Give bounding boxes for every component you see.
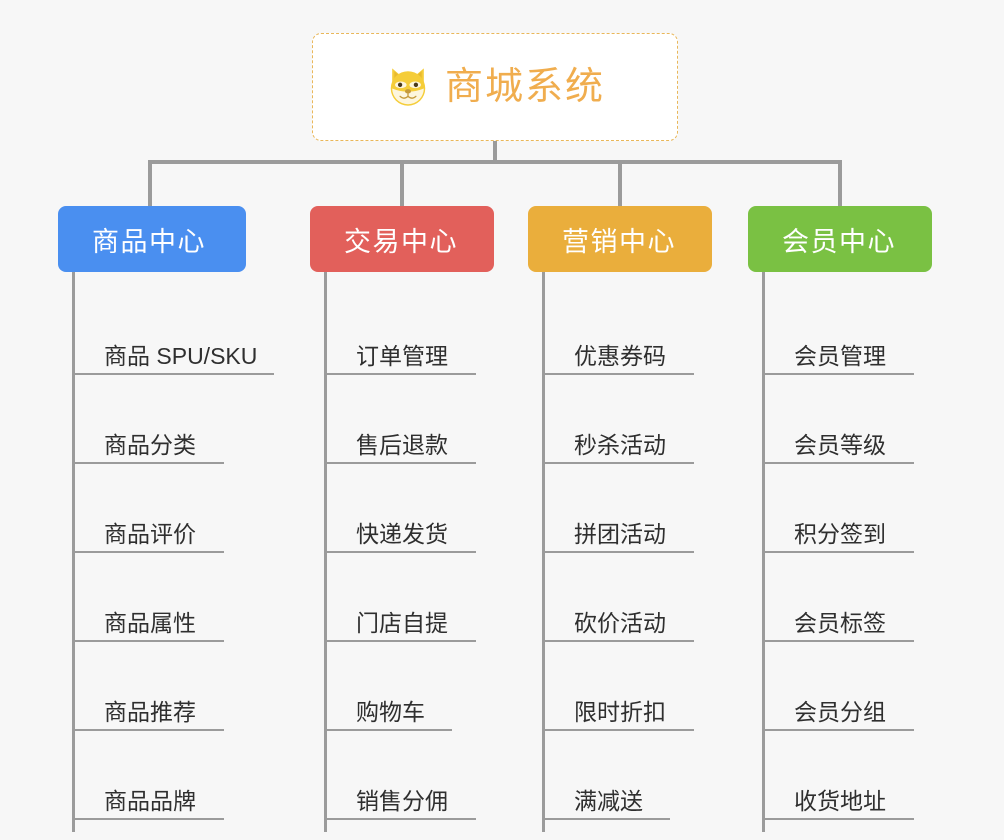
leaf-underline: [762, 551, 914, 553]
leaf-item[interactable]: 满减送: [528, 731, 712, 820]
leaf-item[interactable]: 优惠券码: [528, 286, 712, 375]
leaf-label: 会员分组: [794, 698, 886, 725]
leaf-label: 商品分类: [104, 431, 196, 458]
category-label: 商品中心: [92, 226, 206, 257]
connector-root-stem: [493, 141, 497, 163]
branch-column-4: 会员中心 会员管理 会员等级 积分签到 会员标签 会员分组: [748, 206, 932, 832]
leaf-item[interactable]: 砍价活动: [528, 553, 712, 642]
leaf-label: 限时折扣: [574, 698, 666, 725]
leaf-item[interactable]: 商品推荐: [58, 642, 246, 731]
leaf-label: 收货地址: [794, 787, 886, 814]
category-label: 交易中心: [344, 226, 458, 257]
leaf-underline: [324, 818, 476, 820]
shiba-inu-dog-icon: [390, 68, 426, 107]
leaf-label: 商品评价: [104, 520, 196, 547]
leaf-underline: [542, 373, 694, 375]
leaf-label: 商品属性: [104, 609, 196, 636]
leaf-underline: [762, 729, 914, 731]
leaf-label: 门店自提: [356, 609, 448, 636]
category-header-1[interactable]: 商品中心: [58, 206, 246, 272]
branch-column-2: 交易中心 订单管理 售后退款 快递发货 门店自提 购物车: [310, 206, 494, 832]
leaf-item[interactable]: 积分签到: [748, 464, 932, 553]
leaf-label: 快递发货: [356, 520, 448, 547]
leaf-list-1: 商品 SPU/SKU 商品分类 商品评价 商品属性 商品推荐 商品品牌: [58, 272, 274, 820]
branch-column-1: 商品中心 商品 SPU/SKU 商品分类 商品评价 商品属性 商品推荐: [58, 206, 274, 832]
leaf-item[interactable]: 订单管理: [310, 286, 494, 375]
leaf-label: 订单管理: [356, 342, 448, 369]
leaf-underline: [324, 729, 452, 731]
leaf-label: 售后退款: [356, 431, 448, 458]
branch-column-3: 营销中心 优惠券码 秒杀活动 拼团活动 砍价活动 限时折扣: [528, 206, 712, 832]
leaf-underline: [72, 551, 224, 553]
leaf-list-4: 会员管理 会员等级 积分签到 会员标签 会员分组 收货地址: [748, 272, 932, 820]
leaf-underline: [762, 462, 914, 464]
connector-drop-2: [400, 160, 404, 206]
leaf-item[interactable]: 会员等级: [748, 375, 932, 464]
leaf-list-2: 订单管理 售后退款 快递发货 门店自提 购物车 销售分佣: [310, 272, 494, 820]
root-title: 商城系统: [444, 66, 605, 108]
leaf-underline: [542, 729, 694, 731]
leaf-underline: [762, 818, 914, 820]
leaf-label: 会员等级: [794, 431, 886, 458]
leaf-underline: [762, 640, 914, 642]
leaf-underline: [324, 462, 476, 464]
category-header-2[interactable]: 交易中心: [310, 206, 494, 272]
leaf-underline: [542, 462, 694, 464]
leaf-label: 购物车: [356, 698, 425, 725]
leaf-item[interactable]: 购物车: [310, 642, 494, 731]
leaf-item[interactable]: 会员管理: [748, 286, 932, 375]
leaf-underline: [324, 551, 476, 553]
connector-drop-3: [618, 160, 622, 206]
category-label: 会员中心: [782, 226, 896, 257]
connector-drop-4: [838, 160, 842, 206]
leaf-label: 商品品牌: [104, 787, 196, 814]
leaf-item[interactable]: 秒杀活动: [528, 375, 712, 464]
leaf-label: 砍价活动: [574, 609, 666, 636]
leaf-label: 商品推荐: [104, 698, 196, 725]
leaf-item[interactable]: 收货地址: [748, 731, 932, 820]
leaf-item[interactable]: 限时折扣: [528, 642, 712, 731]
leaf-underline: [324, 373, 476, 375]
leaf-item[interactable]: 商品评价: [58, 464, 246, 553]
leaf-item[interactable]: 商品品牌: [58, 731, 246, 820]
leaf-label: 会员标签: [794, 609, 886, 636]
leaf-underline: [762, 373, 914, 375]
leaf-underline: [72, 462, 224, 464]
leaf-item[interactable]: 商品分类: [58, 375, 246, 464]
leaf-item[interactable]: 拼团活动: [528, 464, 712, 553]
leaf-underline: [72, 640, 224, 642]
leaf-label: 秒杀活动: [574, 431, 666, 458]
leaf-underline: [72, 818, 224, 820]
leaf-item[interactable]: 会员标签: [748, 553, 932, 642]
leaf-underline: [542, 818, 670, 820]
root-node[interactable]: 商城系统: [312, 33, 678, 141]
leaf-underline: [72, 373, 274, 375]
category-header-3[interactable]: 营销中心: [528, 206, 712, 272]
leaf-label: 销售分佣: [356, 787, 448, 814]
leaf-list-3: 优惠券码 秒杀活动 拼团活动 砍价活动 限时折扣 满减送: [528, 272, 712, 820]
leaf-item[interactable]: 快递发货: [310, 464, 494, 553]
leaf-item[interactable]: 门店自提: [310, 553, 494, 642]
leaf-item[interactable]: 商品 SPU/SKU: [58, 286, 274, 375]
leaf-underline: [542, 640, 694, 642]
leaf-label: 会员管理: [794, 342, 886, 369]
leaf-item[interactable]: 售后退款: [310, 375, 494, 464]
connector-drop-1: [148, 160, 152, 206]
leaf-label: 拼团活动: [574, 520, 666, 547]
leaf-item[interactable]: 会员分组: [748, 642, 932, 731]
leaf-label: 满减送: [574, 787, 643, 814]
leaf-label: 积分签到: [794, 520, 886, 547]
leaf-underline: [542, 551, 694, 553]
leaf-item[interactable]: 商品属性: [58, 553, 246, 642]
category-header-4[interactable]: 会员中心: [748, 206, 932, 272]
category-label: 营销中心: [562, 226, 676, 257]
leaf-label: 商品 SPU/SKU: [104, 342, 258, 369]
connector-horizontal-bus: [148, 160, 842, 164]
leaf-item[interactable]: 销售分佣: [310, 731, 494, 820]
leaf-label: 优惠券码: [574, 342, 666, 369]
leaf-underline: [324, 640, 476, 642]
leaf-underline: [72, 729, 224, 731]
